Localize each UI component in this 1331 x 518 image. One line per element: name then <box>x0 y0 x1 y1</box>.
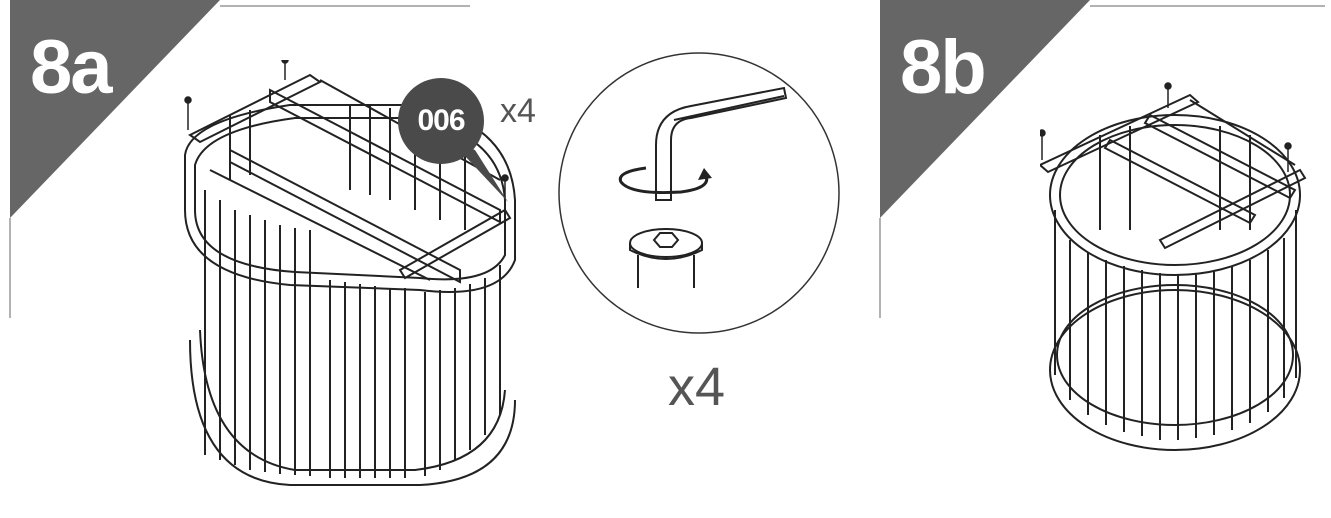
step-8b-panel: 8b <box>870 0 1331 518</box>
crib-illustration-8b <box>1040 82 1307 451</box>
crib-bottom-inner <box>199 329 506 471</box>
step-8b-label: 8b <box>900 25 987 110</box>
crib-frame-beams <box>188 73 512 284</box>
tool-detail-circle <box>558 52 840 334</box>
hex-bolt-icon <box>629 228 703 288</box>
step-8a-tab <box>10 0 220 218</box>
rotate-arrow-icon <box>618 166 712 195</box>
round-crib-top-inner <box>1059 124 1291 266</box>
step-8a-label: 8a <box>30 25 113 110</box>
crib-illustration-8a <box>184 60 516 486</box>
step-8a-frame <box>9 0 470 318</box>
crib-top-rail <box>184 104 516 293</box>
round-crib-slats <box>1054 126 1297 440</box>
screw-markers <box>184 60 509 205</box>
round-screw-markers <box>1040 82 1292 172</box>
part-number-badge: 006 <box>398 78 484 164</box>
hex-key-icon <box>655 86 788 201</box>
step-8a-panel: 8a <box>0 0 560 518</box>
part-quantity: x4 <box>500 92 536 130</box>
round-crib-bottom-inner <box>1056 284 1294 426</box>
crib-slats <box>204 105 501 478</box>
crib-bottom-rail <box>189 339 516 486</box>
round-crib-top-rail <box>1049 114 1301 276</box>
step-8b-tab <box>880 0 1090 218</box>
tool-quantity: x4 <box>668 357 726 417</box>
step-8b-frame <box>879 0 1325 318</box>
round-crib-frame-beams <box>1040 93 1307 250</box>
detail-circle-outline <box>558 52 840 334</box>
round-crib-bottom-rail <box>1049 289 1301 451</box>
